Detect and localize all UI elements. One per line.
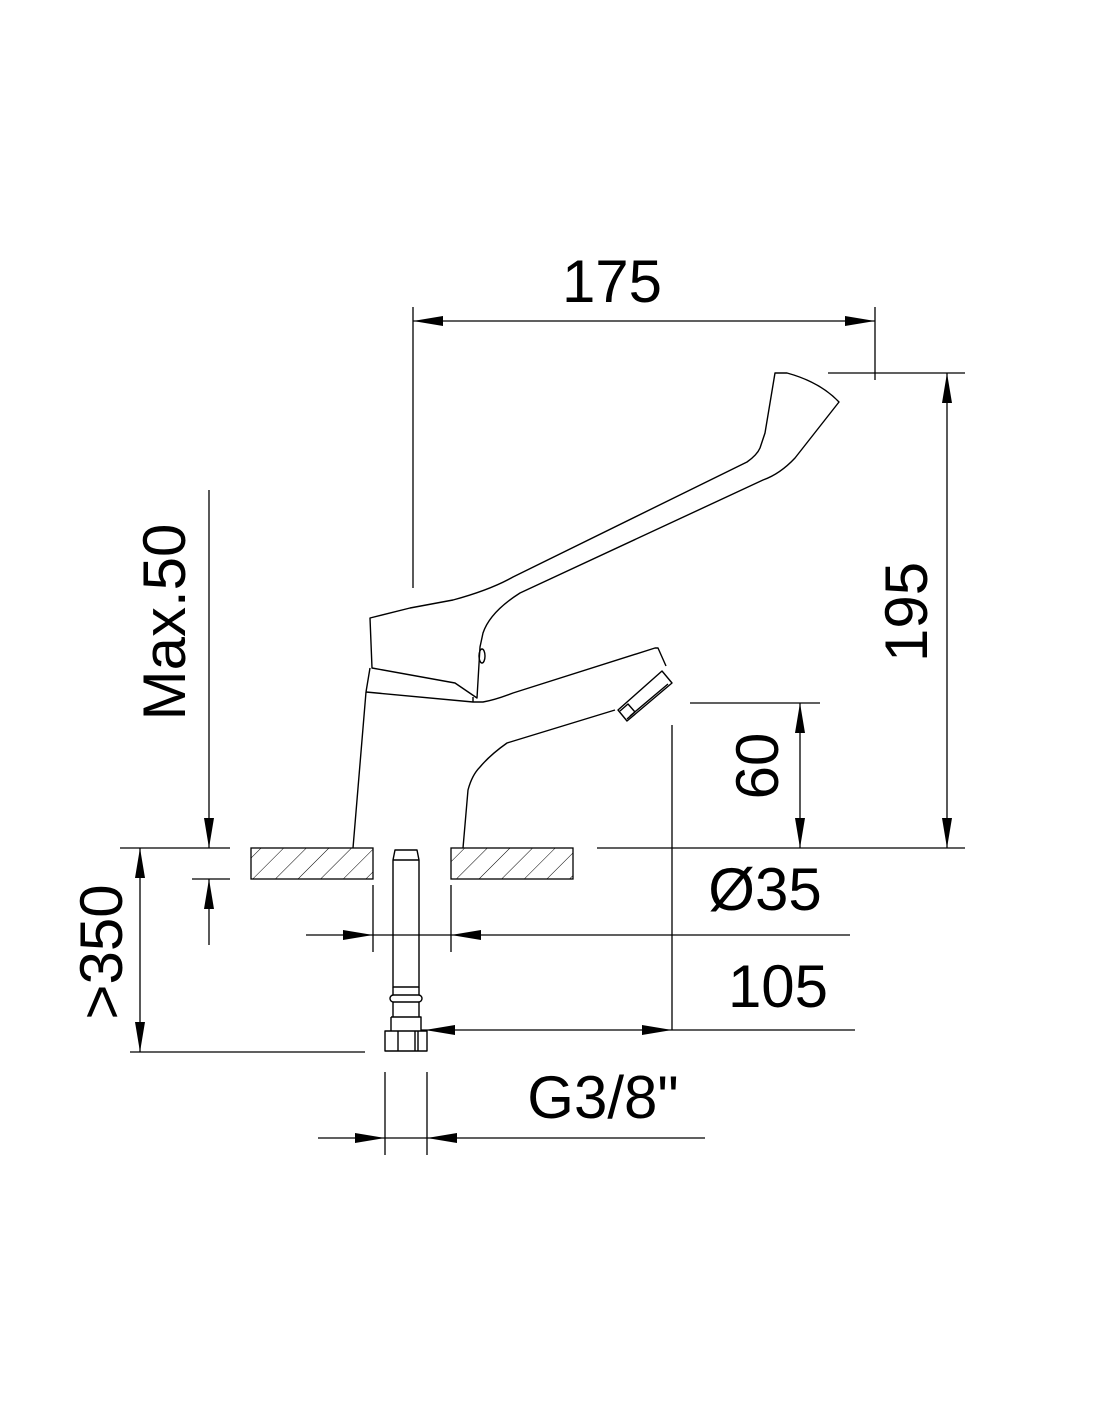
lever-handle <box>369 372 840 699</box>
hose-nut <box>384 1030 428 1052</box>
dimension-spout-height: 60 <box>690 702 820 848</box>
dimension-hose-length: >350 <box>68 848 365 1053</box>
faucet <box>352 372 840 849</box>
dimension-label-spout-height: 60 <box>724 733 791 800</box>
deck-section <box>250 847 574 880</box>
dimension-label-reach: 175 <box>562 248 662 315</box>
handle-screw <box>478 648 486 664</box>
dimension-reach: 175 <box>412 248 876 588</box>
deck-left <box>250 847 374 880</box>
dimension-total-height: 195 <box>597 372 965 849</box>
deck-right <box>450 847 574 880</box>
dimension-deck-thickness: Max.50 <box>120 490 230 945</box>
dimension-label-hole-diameter: Ø35 <box>708 856 821 923</box>
faucet-body <box>352 647 667 849</box>
dimension-label-hose-length: >350 <box>68 884 135 1019</box>
handle-collar <box>365 667 474 702</box>
dimension-hole-diameter: Ø35 <box>306 856 850 952</box>
supply-hose <box>384 849 428 1052</box>
dimension-connection-thread: G3/8" <box>318 1064 705 1155</box>
dimension-label-total-height: 195 <box>873 562 940 662</box>
dimension-spout-projection: 105 <box>421 725 855 1035</box>
aerator <box>617 670 673 722</box>
dimension-label-spout-projection: 105 <box>728 953 828 1020</box>
dimension-label-connection-thread: G3/8" <box>527 1064 678 1131</box>
dimension-label-deck-thickness: Max.50 <box>131 524 198 721</box>
